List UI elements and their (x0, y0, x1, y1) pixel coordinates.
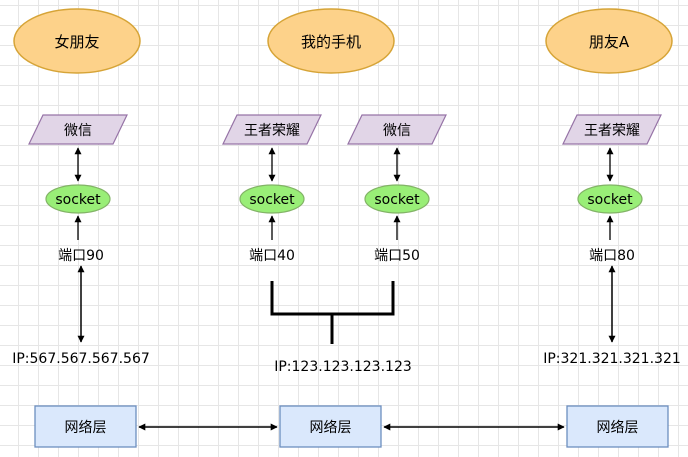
device-my-phone-shape (267, 8, 395, 74)
ip-friend-a-label: IP:321.321.321.321 (543, 351, 681, 367)
app-friend-game-label: 王者荣耀 (584, 123, 640, 139)
socket-my-game[interactable]: socket (239, 184, 305, 214)
device-my-phone[interactable]: 我的手机 (267, 8, 395, 74)
device-my-phone-label: 我的手机 (301, 33, 361, 51)
network-layer-right-box (566, 405, 669, 448)
network-layer-center[interactable]: 网络层 (279, 405, 382, 448)
app-friend-game-shape (562, 114, 662, 145)
app-girlfriend-wechat-label: 微信 (64, 123, 92, 139)
socket-my-wechat-shape (364, 184, 430, 214)
network-layer-right-label: 网络层 (597, 420, 639, 436)
app-girlfriend-wechat-shape (28, 114, 128, 145)
app-girlfriend-wechat[interactable]: 微信 (28, 114, 128, 145)
socket-friend-shape (577, 184, 643, 214)
ip-girlfriend-label: IP:567.567.567.567 (12, 351, 150, 367)
port-girlfriend-label: 端口90 (58, 248, 104, 264)
socket-girlfriend-shape (45, 184, 111, 214)
device-friend-a-shape (545, 8, 673, 74)
device-girlfriend-shape (13, 8, 141, 74)
network-layer-left[interactable]: 网络层 (34, 405, 137, 448)
device-friend-a[interactable]: 朋友A (545, 8, 673, 74)
app-friend-game[interactable]: 王者荣耀 (562, 114, 662, 145)
socket-my-game-shape (239, 184, 305, 214)
app-my-wechat[interactable]: 微信 (347, 114, 447, 145)
socket-friend[interactable]: socket (577, 184, 643, 214)
app-my-wechat-shape (347, 114, 447, 145)
device-friend-a-label: 朋友A (589, 33, 630, 51)
ip-my-phone-label: IP:123.123.123.123 (274, 359, 412, 375)
socket-my-game-label: socket (249, 192, 295, 208)
app-my-game-shape (222, 114, 322, 145)
socket-my-wechat[interactable]: socket (364, 184, 430, 214)
app-my-game[interactable]: 王者荣耀 (222, 114, 322, 145)
port-bracket (270, 281, 395, 344)
port-my-wechat-label: 端口50 (374, 248, 420, 264)
socket-girlfriend-label: socket (55, 192, 101, 208)
app-my-game-label: 王者荣耀 (244, 123, 300, 139)
app-my-wechat-label: 微信 (383, 123, 411, 139)
port-friend-label: 端口80 (589, 248, 635, 264)
device-girlfriend-label: 女朋友 (54, 33, 99, 51)
socket-girlfriend[interactable]: socket (45, 184, 111, 214)
device-girlfriend[interactable]: 女朋友 (13, 8, 141, 74)
network-layer-center-box (279, 405, 382, 448)
network-layer-left-label: 网络层 (65, 420, 107, 436)
network-layer-right[interactable]: 网络层 (566, 405, 669, 448)
network-layer-center-label: 网络层 (310, 420, 352, 436)
socket-friend-label: socket (587, 192, 633, 208)
socket-my-wechat-label: socket (374, 192, 420, 208)
port-my-game-label: 端口40 (249, 248, 295, 264)
network-layer-left-box (34, 405, 137, 448)
